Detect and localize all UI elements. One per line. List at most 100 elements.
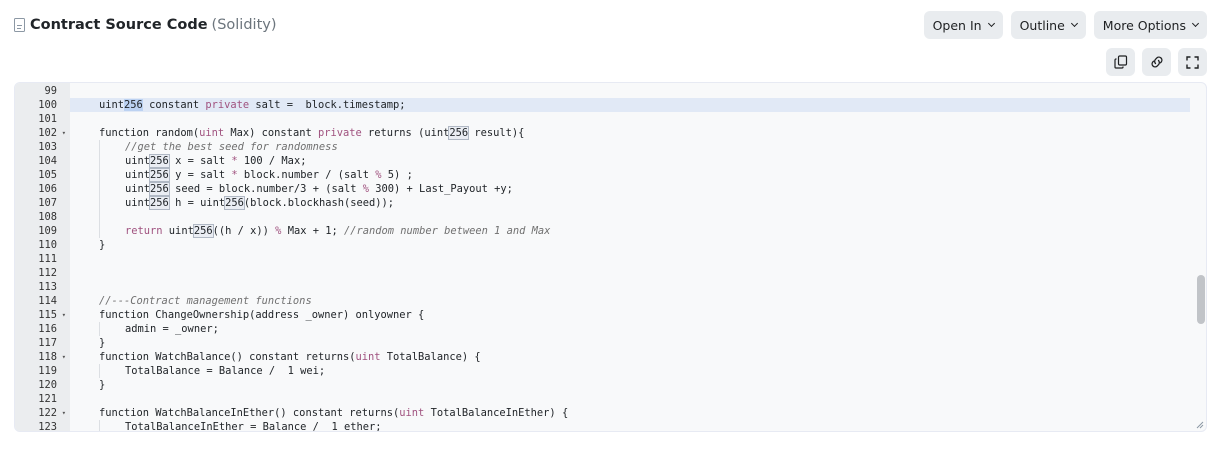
more-options-label: More Options (1102, 17, 1186, 33)
line-number: 110 (15, 238, 70, 252)
fold-toggle-icon[interactable]: ▾ (61, 409, 66, 417)
line-number: 111 (15, 252, 70, 266)
code-token: uint (125, 169, 151, 181)
line-number-text: 112 (38, 267, 57, 279)
line-number: 115▾ (15, 308, 70, 322)
line-code: function random(uint Max) constant priva… (70, 126, 524, 140)
chevron-down-icon (987, 19, 995, 28)
indent-guide (99, 168, 125, 182)
code-line: 120} (15, 378, 1190, 392)
file-code-icon (14, 18, 25, 32)
code-line: 115▾ function ChangeOwnership(address _ow… (15, 308, 1190, 322)
chevron-down-icon (1191, 19, 1200, 28)
line-code (70, 84, 99, 98)
line-number-text: 109 (38, 225, 57, 237)
link-icon (1150, 56, 1163, 68)
code-token: Max + 1; (281, 225, 344, 237)
open-in-button[interactable]: Open In (923, 11, 1003, 39)
code-token: uint (125, 155, 151, 167)
line-code: admin = _owner; (70, 322, 219, 336)
line-number: 118 ▾ (15, 350, 70, 364)
fold-toggle-icon[interactable]: ▾ (61, 353, 66, 361)
code-token: 256 (448, 126, 470, 140)
line-number: 99 (15, 84, 70, 98)
line-code (70, 112, 99, 126)
code-token: % (275, 225, 282, 237)
line-code: } (70, 336, 105, 350)
line-code (70, 392, 99, 406)
code-token: % (375, 169, 382, 181)
code-line: 102▾function random(uint Max) constant p… (15, 126, 1190, 140)
code-token: TotalBalance = Balance / 1 wei; (125, 365, 326, 377)
more-options-button[interactable]: More Options (1093, 11, 1207, 39)
code-token: uint (399, 407, 425, 419)
code-token: uint (125, 197, 151, 209)
indent-guide (99, 364, 125, 378)
open-in-label: Open In (932, 17, 982, 33)
line-number: 114 (15, 294, 70, 308)
code-token: 256 (149, 182, 170, 196)
code-line: 99 (15, 84, 1190, 98)
code-token: //random number between 1 and Max (344, 225, 551, 237)
line-number-text: 100 (38, 99, 57, 111)
code-line: 101 (15, 112, 1190, 126)
scrollbar-thumb[interactable] (1197, 275, 1205, 324)
code-line: 121 (15, 392, 1190, 406)
resize-handle-icon[interactable] (1196, 421, 1204, 429)
line-number-text: 118 (38, 351, 57, 363)
code-token: seed = block.number/3 + (salt (168, 183, 363, 195)
code-token: * (231, 155, 238, 167)
line-number-text: 99 (44, 85, 57, 97)
line-number: 102▾ (15, 126, 70, 140)
line-number: 116 (15, 322, 70, 336)
line-number-text: 113 (38, 281, 57, 293)
line-number-text: 106 (38, 183, 57, 195)
indent-guide (99, 196, 125, 210)
line-number: 120 (15, 378, 70, 392)
header-toolbar: Open In Outline More Options (923, 11, 1207, 39)
code-line: 118▾function WatchBalance() constant ret… (15, 350, 1190, 364)
editor-scrollbar[interactable] (1196, 83, 1205, 431)
copy-button[interactable] (1106, 48, 1135, 76)
line-number: 117 (15, 336, 70, 350)
line-number-text: 104 (38, 155, 57, 167)
code-token: uint (355, 351, 381, 363)
code-token: y = salt (168, 169, 232, 181)
line-number: 100 (15, 98, 70, 112)
code-token: constant (142, 99, 206, 111)
code-token: admin = _owner; (125, 323, 219, 335)
code-token: salt = block.timestamp; (249, 99, 406, 111)
code-token: 256 (149, 154, 170, 168)
outline-button[interactable]: Outline (1010, 11, 1086, 39)
code-token: (block.blockhash(seed)); (243, 197, 395, 209)
code-token: } (99, 379, 106, 391)
copy-link-button[interactable] (1142, 48, 1171, 76)
line-number: 112 (15, 266, 70, 280)
line-number-text: 119 (38, 365, 57, 377)
line-number-text: 108 (38, 211, 57, 223)
indent-guide (99, 182, 125, 196)
fullscreen-button[interactable] (1178, 48, 1207, 76)
code-line: 112 (15, 266, 1190, 280)
fold-toggle-icon[interactable]: ▾ (61, 311, 66, 319)
indent-guide (99, 322, 125, 336)
code-token: function ChangeOwnership(address _owner)… (99, 309, 425, 321)
indent-guide (99, 420, 125, 431)
line-number: 101 (15, 112, 70, 126)
code-line: 119 TotalBalance = Balance / 1 wei; (15, 364, 1190, 378)
code-token: return (125, 225, 163, 237)
indent-guide (99, 224, 125, 238)
line-code: function ChangeOwnership(address _owner)… (70, 308, 424, 322)
fold-toggle-icon[interactable]: ▾ (61, 129, 66, 137)
line-code (70, 266, 99, 280)
line-code (70, 252, 99, 266)
code-token: uint (125, 183, 151, 195)
code-token: private (317, 127, 362, 139)
code-token: } (99, 239, 106, 251)
code-token: private (205, 99, 250, 111)
code-token: function WatchBalanceInEther() constant … (99, 407, 400, 419)
